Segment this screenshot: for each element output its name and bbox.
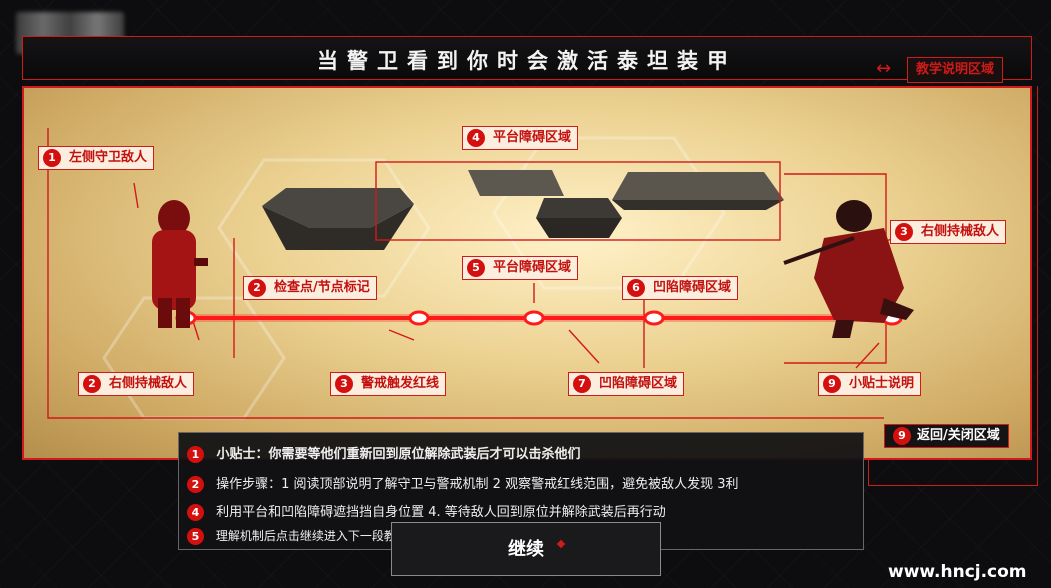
label-text: 小贴士说明 [849,376,915,391]
step-number: 4 [187,504,204,521]
label-text: 检查点/节点标记 [274,280,370,295]
label-platform-mid: 5 平台障碍区域 [462,256,579,280]
label-number: 2 [248,279,266,297]
label-checkpoint: 2 检查点/节点标记 [243,276,377,300]
instruction-panel: 1 小贴士：你需要等他们重新回到原位解除武装后才可以击杀他们 2 操作步骤：1 … [178,432,864,550]
instruction-row: 1 小贴士：你需要等他们重新回到原位解除武装后才可以击杀他们 [187,443,581,463]
frame-line [1037,86,1038,486]
label-number: 3 [895,223,913,241]
watermark: www.hncj.com [888,562,1027,582]
teach-region-text: 教学说明区域 [916,62,995,77]
instruction-row: 4 利用平台和凹陷障碍遮挡挡自身位置 4. 等待敌人回到原位并解除武装后再行动 [187,501,666,521]
step-text: 操作步骤：1 阅读顶部说明了解守卫与警戒机制 2 观察警戒红线范围，避免被敌人发… [216,477,739,492]
label-left-guard: 1 左侧守卫敌人 [38,146,155,170]
step-number: 2 [187,476,204,493]
label-platform-top: 4 平台障碍区域 [462,126,579,150]
platform-obstacle-center [468,170,622,238]
frame-line [868,460,869,486]
label-text: 右侧持械敌人 [109,376,188,391]
label-number: 7 [573,375,591,393]
label-text: 警戒触发红线 [361,376,440,391]
label-number: 9 [893,427,911,445]
label-number: 2 [83,375,101,393]
label-number: 4 [467,129,485,147]
frame-line [868,485,1038,486]
label-right-armed-low: 2 右侧持械敌人 [78,372,195,396]
stage-graphics [47,128,914,420]
label-number: 6 [627,279,645,297]
step-number: 5 [187,528,204,545]
step-number: 1 [187,446,204,463]
left-guard-enemy [152,200,208,328]
label-text: 平台障碍区域 [493,260,572,275]
label-text: 右侧持械敌人 [921,224,1000,239]
label-text: 凹陷障碍区域 [653,280,732,295]
page-title: 当警卫看到你时会激活泰坦装甲 [317,49,737,73]
label-pit-upper: 6 凹陷障碍区域 [622,276,739,300]
label-text: 平台障碍区域 [493,130,572,145]
back-close-region-label[interactable]: 9 返回/关闭区域 [884,424,1009,448]
right-armed-enemy [783,200,914,338]
label-number: 1 [43,149,61,167]
label-alert-line: 3 警戒触发红线 [330,372,447,396]
label-tips: 9 小贴士说明 [818,372,922,396]
label-right-armed: 3 右侧持械敌人 [890,220,1007,244]
step-text: 理解机制后点击继续进入下一段教学 [215,529,408,543]
platform-obstacle-right [612,172,784,210]
instruction-row: 2 操作步骤：1 阅读顶部说明了解守卫与警戒机制 2 观察警戒红线范围，避免被敌… [187,473,738,493]
label-pit-lower: 7 凹陷障碍区域 [568,372,685,396]
teach-region-label: 教学说明区域 [907,57,1004,83]
double-arrow-icon: ↔ [876,58,892,79]
label-text: 左侧守卫敌人 [69,150,148,165]
step-text: 利用平台和凹陷障碍遮挡挡自身位置 4. 等待敌人回到原位并解除武装后再行动 [216,505,666,520]
label-number: 3 [335,375,353,393]
label-number: 9 [823,375,841,393]
continue-button[interactable]: 继续 [391,522,661,576]
step-text: 小贴士：你需要等他们重新回到原位解除武装后才可以击杀他们 [216,447,581,462]
label-number: 5 [467,259,485,277]
back-close-text: 返回/关闭区域 [917,428,1000,443]
label-text: 凹陷障碍区域 [599,376,678,391]
title-bar: 当警卫看到你时会激活泰坦装甲 [22,36,1032,80]
instruction-row: 5 理解机制后点击继续进入下一段教学 [187,527,408,545]
